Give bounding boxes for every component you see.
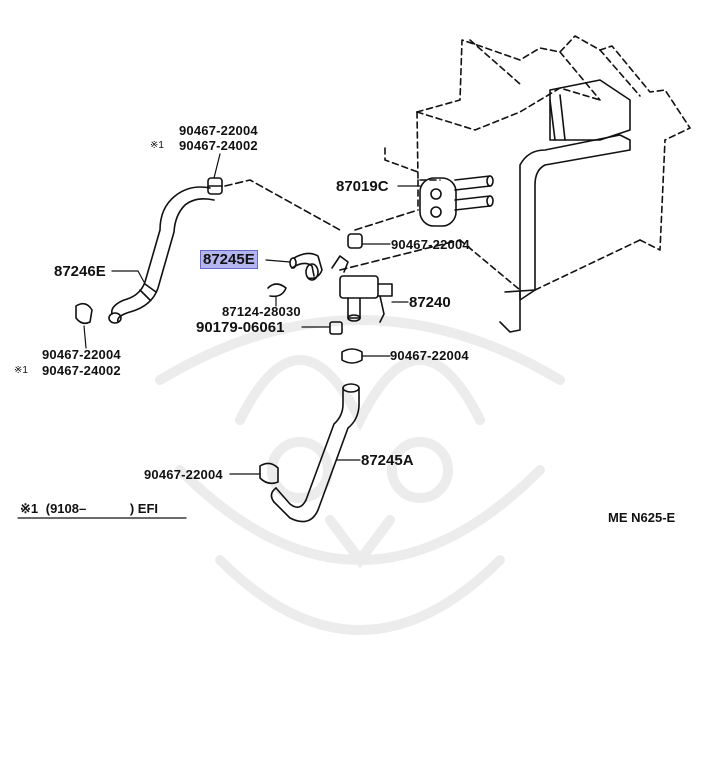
star-mark-top: ※1 [150,140,164,151]
watermark-logo [155,315,565,635]
leader-lines [83,153,421,475]
clamp-bottom-left [75,302,93,325]
bolt-90179 [329,321,343,335]
clamp-bottom [259,462,279,485]
callout-grommet: 87019C [336,178,389,195]
clamp-right-1 [347,233,363,249]
callout-clamp-bottom: 90467-22004 [144,467,223,482]
callout-clamp-bottom-left-a: 90467-22004 [42,347,121,362]
hose-87246e [108,186,215,324]
clamp-right-2 [341,348,363,364]
heater-unit [384,35,691,301]
grommet-87019c [419,177,457,227]
diagram-code: ME N625-E [608,510,676,525]
water-valve [331,255,393,323]
callout-clamp-top-a: 90467-22004 [179,123,258,138]
footnote-range-start: (9108– [45,501,87,516]
callout-valve: 87240 [409,294,451,311]
guide-lines [224,179,461,271]
footnote-range-end: ) EFI [129,501,159,516]
callout-hose-left: 87246E [54,263,106,280]
star-mark-bottom-left: ※1 [14,365,28,376]
hose-87245a [270,383,360,523]
callout-clip: 87124-28030 [222,304,301,319]
callout-bolt: 90179-06061 [196,319,285,336]
heater-core [499,79,631,333]
callout-hose-highlight[interactable]: 87245E [200,250,258,269]
footnote-mark: ※1 [20,501,39,516]
callout-clamp-right-1: 90467-22004 [391,237,470,252]
callout-clamp-right-2: 90467-22004 [390,348,469,363]
footnote: ※1 (9108– ) EFI [20,502,158,515]
hose-87245e [289,252,323,281]
callout-hose-bottom: 87245A [361,452,414,469]
clamp-top [207,177,223,195]
clip-87124 [267,283,287,298]
callout-clamp-bottom-left-b: 90467-24002 [42,363,121,378]
callout-clamp-top-b: 90467-24002 [179,138,258,153]
heater-pipes [454,175,494,211]
